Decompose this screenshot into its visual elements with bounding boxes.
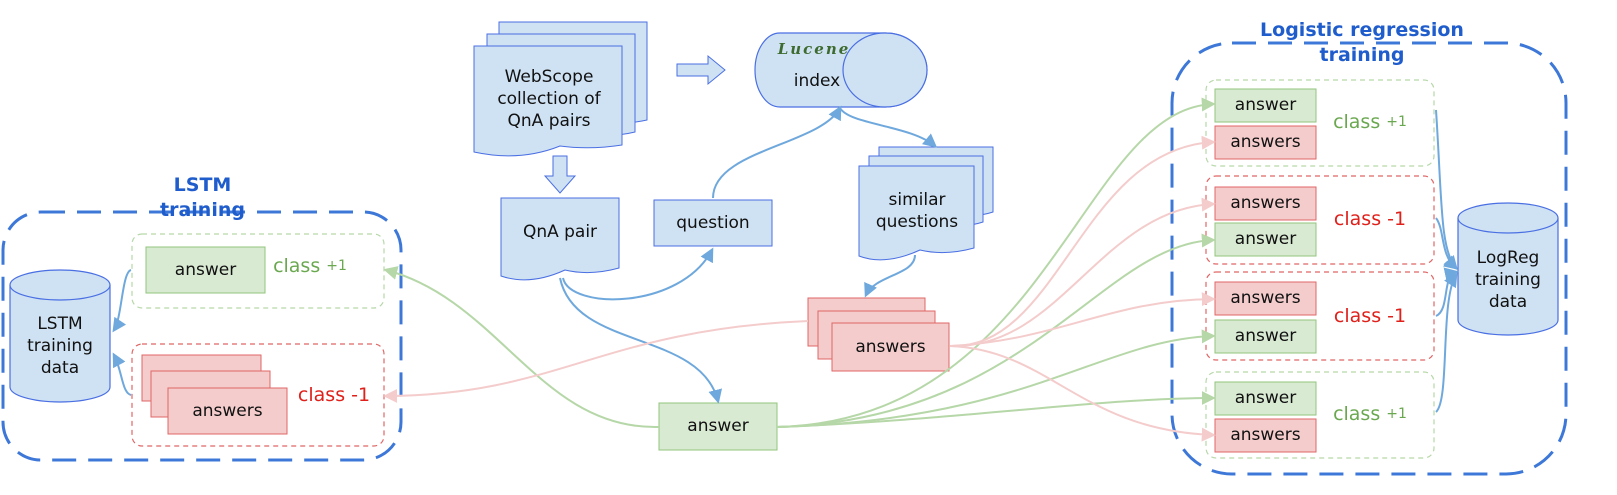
lstm-db-label: LSTM training data	[27, 313, 93, 379]
logreg-database-icon	[1457, 202, 1559, 336]
logreg-g4-class-word: class	[1333, 402, 1381, 425]
logreg-g4-class-label: class +1	[1330, 400, 1410, 428]
qna-pair-label: QnA pair	[522, 221, 598, 242]
lstm-positive-class-word: class	[273, 254, 321, 277]
index-database-icon	[754, 32, 928, 108]
qna-pair-document	[500, 197, 620, 281]
logreg-group-1	[1205, 79, 1435, 167]
center-answers-label: answers	[855, 336, 926, 357]
center-answer-box	[658, 402, 778, 451]
similar-questions-label: similar questions	[875, 189, 959, 232]
center-answers-stack	[807, 297, 950, 372]
down-block-arrow	[543, 155, 577, 194]
lstm-positive-answer-box	[145, 246, 266, 294]
green-flow-arrows	[383, 97, 1216, 429]
index-label: index	[793, 70, 841, 91]
logreg-g2-bottom-label: answer	[1234, 229, 1297, 250]
logreg-db-label: LogReg training data	[1475, 247, 1541, 313]
lstm-positive-class-label: class +1	[270, 252, 350, 280]
logreg-g3-bottom-label: answer	[1234, 326, 1297, 347]
question-label: question	[676, 212, 750, 233]
logreg-group-4	[1205, 371, 1435, 459]
logreg-group-2	[1205, 175, 1435, 265]
lucene-logo: Lucene	[777, 40, 851, 59]
logreg-training-title: Logistic regression training	[1260, 19, 1464, 66]
lstm-training-title: LSTM training	[160, 174, 245, 221]
right-block-arrow	[676, 54, 726, 86]
logreg-g1-top-label: answer	[1234, 95, 1297, 116]
lstm-negative-answers-label: answers	[192, 400, 263, 421]
lstm-training-group	[1, 210, 403, 462]
logreg-g1-class-label: class +1	[1330, 108, 1410, 136]
logreg-g4-top-label: answer	[1234, 388, 1297, 409]
lstm-positive-class-sign: +1	[326, 257, 347, 274]
webscope-label: WebScope collection of QnA pairs	[497, 66, 601, 132]
logreg-g4-bottom-label: answers	[1230, 425, 1301, 446]
lstm-negative-answers-stack	[141, 354, 288, 435]
lstm-negative-class-label: class -1	[297, 383, 371, 406]
lstm-positive-answer-label: answer	[174, 259, 237, 280]
logreg-group-3	[1205, 271, 1435, 361]
logreg-g3-class-label: class -1	[1333, 304, 1407, 327]
webscope-document-stack	[473, 21, 648, 157]
lstm-database-icon	[9, 269, 111, 403]
logreg-g3-top-label: answers	[1230, 288, 1301, 309]
similar-questions-stack	[858, 146, 994, 261]
blue-flow-arrows	[112, 105, 1459, 413]
logreg-g2-class-label: class -1	[1333, 207, 1407, 230]
logreg-training-group	[1170, 41, 1568, 476]
logreg-g1-class-sign: +1	[1386, 113, 1407, 130]
logreg-g1-class-word: class	[1333, 110, 1381, 133]
logreg-g4-class-sign: +1	[1386, 405, 1407, 422]
question-box	[653, 199, 773, 247]
logreg-g2-top-label: answers	[1230, 193, 1301, 214]
center-answer-label: answer	[687, 416, 749, 437]
logreg-g1-bottom-label: answers	[1230, 132, 1301, 153]
red-flow-arrows	[383, 135, 1216, 442]
